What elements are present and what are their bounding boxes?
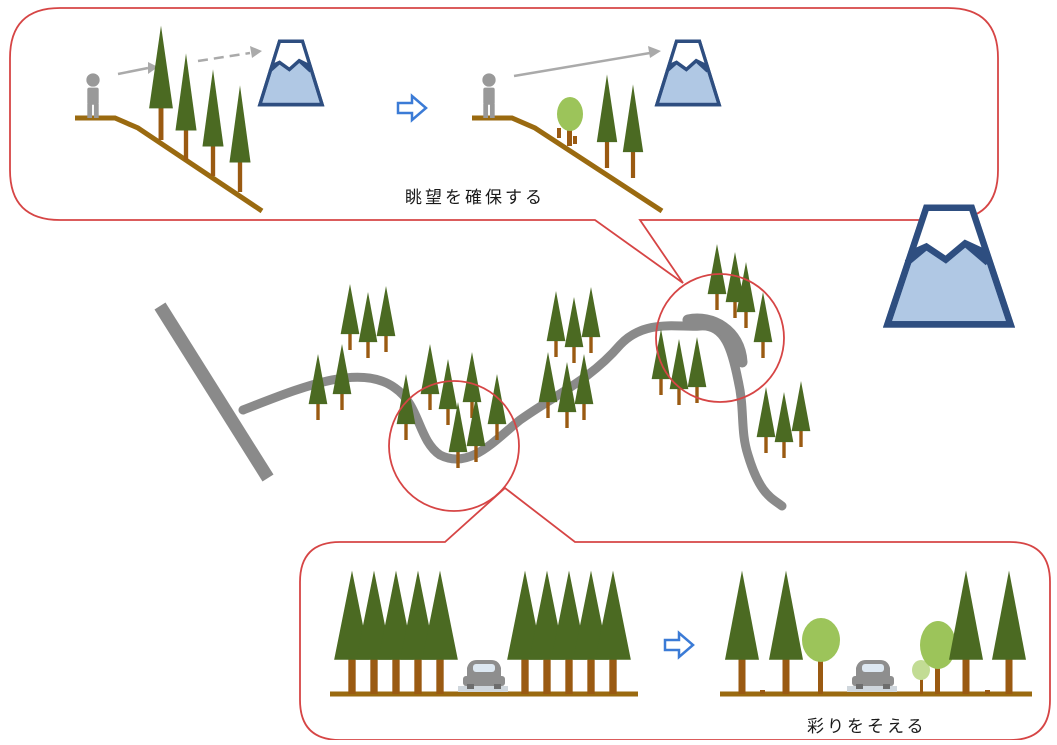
callout-bottom (299, 486, 1051, 741)
conifer-tree-icon (438, 359, 458, 425)
conifer-tree-icon (756, 387, 776, 453)
callout-top (9, 7, 999, 284)
mountain-icon (887, 208, 1010, 325)
highlight-circle-viewpoint (655, 273, 785, 403)
conifer-tree-icon (340, 284, 360, 350)
caption-secure-view: 眺望を確保する (405, 188, 545, 208)
sight-arrowhead (148, 62, 158, 74)
conifer-tree-icon (791, 381, 811, 447)
winding-road (238, 321, 787, 511)
conifer-tree-icon (669, 339, 689, 405)
road-map (154, 208, 1011, 512)
highlight-circle-roadside (388, 380, 520, 512)
clear-sight-arrowhead (648, 46, 661, 58)
callout-top-frame (9, 7, 999, 284)
caption-add-color: 彩りをそえる (807, 717, 927, 737)
sight-line (117, 66, 149, 76)
road-hairpin (682, 313, 748, 368)
conifer-tree-icon (546, 291, 566, 357)
color-after-scene (720, 570, 1032, 697)
blocked-sight-arrowhead (250, 46, 262, 58)
slope-ground (472, 115, 664, 214)
stump (760, 690, 765, 694)
conifer-tree-icon (753, 292, 773, 358)
conifer-tree-icon (774, 392, 794, 458)
view-before-scene (75, 25, 324, 214)
deciduous-tree-icon (557, 97, 583, 146)
blocked-sight-line (197, 51, 251, 63)
deciduous-tree-icon (802, 618, 840, 694)
conifer-tree-icon (564, 297, 584, 363)
main-road (154, 302, 274, 482)
view-after-scene (472, 39, 721, 214)
low-stump (557, 128, 577, 144)
deciduous-tree-icon (920, 621, 956, 694)
conifer-tree-icon (376, 286, 396, 352)
conifer-tree-icon (687, 337, 707, 403)
conifer-tree-icon (581, 287, 601, 353)
conifer-tree-icon (707, 244, 727, 310)
conifer-tree-icon (420, 344, 440, 410)
conifer-tree-icon (358, 292, 378, 358)
clear-sight-line (513, 51, 651, 78)
color-before-scene (330, 570, 638, 697)
deciduous-tree-icon (912, 660, 930, 694)
slope-ground (75, 115, 264, 214)
stump (985, 690, 990, 694)
